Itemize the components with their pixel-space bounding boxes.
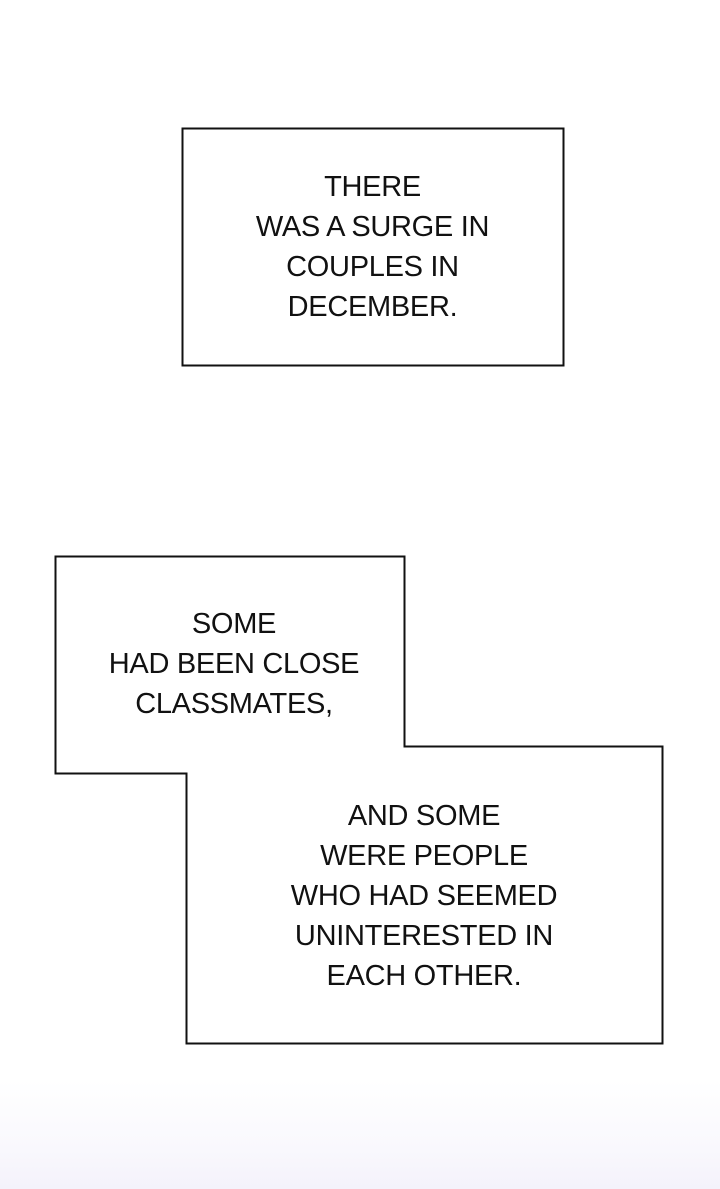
caption-2: SOME HAD BEEN CLOSE CLASSMATES, (60, 604, 408, 724)
caption-line: HAD BEEN CLOSE (108, 648, 360, 680)
caption-1: THERE WAS A SURGE IN COUPLES IN DECEMBER… (182, 167, 563, 327)
caption-line: SOME (191, 608, 277, 640)
caption-line: UNINTERESTED IN (294, 920, 554, 952)
caption-line: THERE (324, 171, 421, 203)
caption-line: COUPLES IN (286, 251, 459, 283)
caption-box-2 (54, 555, 664, 1045)
caption-box-1 (181, 127, 565, 367)
caption-line: WHO HAD SEEMED (290, 880, 558, 912)
caption-line: DECEMBER. (287, 291, 458, 323)
caption-line: WAS A SURGE IN (255, 211, 490, 243)
caption-line: WERE PEOPLE (320, 840, 528, 872)
caption-line: AND SOME (347, 800, 501, 832)
caption-line: EACH OTHER. (326, 960, 522, 992)
caption-line: CLASSMATES, (135, 688, 333, 720)
caption-3: AND SOME WERE PEOPLE WHO HAD SEEMED UNIN… (224, 796, 624, 996)
